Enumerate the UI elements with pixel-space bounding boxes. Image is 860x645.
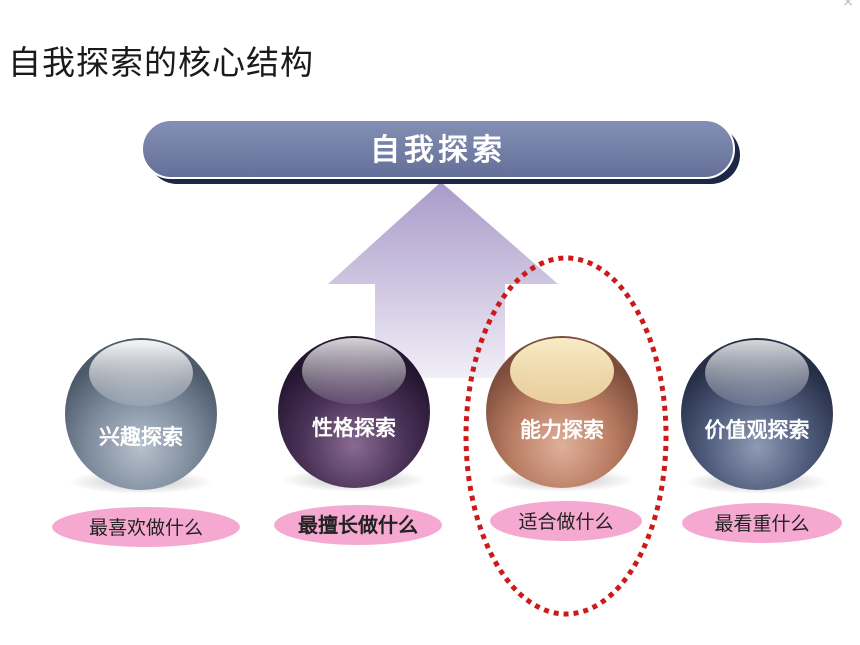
sphere-ability: 能力探索: [486, 336, 638, 492]
caption-label: 最看重什么: [714, 513, 809, 535]
caption-pill-interest: 最喜欢做什么: [52, 507, 240, 547]
close-icon[interactable]: ×: [842, 0, 854, 10]
highlight-ring: [463, 255, 669, 617]
sphere-personality: 性格探索: [278, 336, 430, 492]
caption-label: 最擅长做什么: [298, 513, 418, 537]
caption-pill-values: 最看重什么: [682, 503, 842, 543]
sphere-values: 价值观探索: [681, 338, 833, 494]
caption-pill-ability: 适合做什么: [490, 501, 642, 541]
sphere-label: 价值观探索: [705, 417, 810, 442]
sphere-label: 能力探索: [520, 417, 604, 442]
caption-pill-personality: 最擅长做什么: [274, 505, 442, 545]
slide-title: 自我探索的核心结构: [8, 43, 314, 82]
caption-label: 适合做什么: [518, 511, 613, 533]
banner-label: 自我探索: [370, 133, 506, 168]
sphere-label: 兴趣探索: [99, 424, 183, 449]
sphere-label: 性格探索: [312, 415, 396, 440]
caption-label: 最喜欢做什么: [89, 517, 203, 539]
sphere-interest: 兴趣探索: [65, 338, 217, 494]
up-arrow: [328, 182, 558, 378]
banner: 自我探索: [141, 119, 740, 184]
